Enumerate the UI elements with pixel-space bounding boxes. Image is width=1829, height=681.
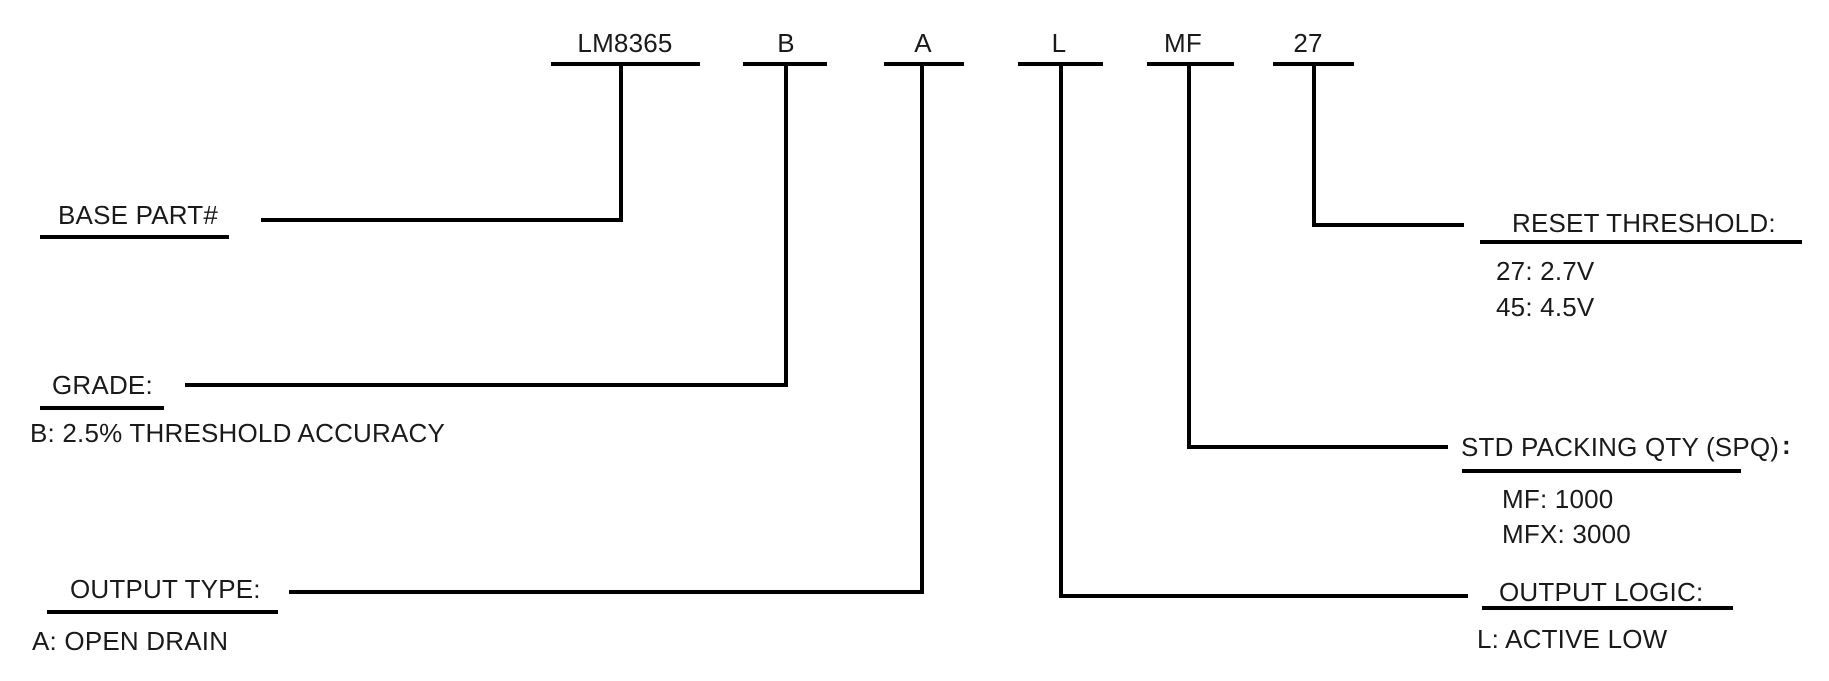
packing-qty-title: STD PACKING QTY (SPQ) (1461, 432, 1780, 462)
reset-threshold-option: 45: 4.5V (1496, 292, 1595, 322)
leader-packing (1187, 62, 1448, 449)
grade-title: GRADE: (52, 370, 153, 400)
output-logic-title: OUTPUT LOGIC: (1499, 577, 1704, 607)
output-type-title: OUTPUT TYPE: (70, 574, 261, 604)
segment-code-grade: B (777, 28, 795, 58)
packing-qty-option: MFX: 3000 (1502, 519, 1631, 549)
segment-code-output-logic: L (1051, 28, 1067, 58)
reset-threshold-option: 27: 2.7V (1496, 256, 1595, 286)
reset-threshold-title: RESET THRESHOLD: (1512, 208, 1776, 238)
segment-code-packing: MF (1164, 28, 1202, 58)
packing-qty-colon: : (1782, 430, 1791, 460)
leader-reset-threshold (1312, 62, 1464, 227)
base-part-title: BASE PART# (58, 200, 218, 230)
segment-code-threshold: 27 (1293, 28, 1323, 58)
leader-grade (185, 62, 788, 387)
output-type-option: A: OPEN DRAIN (32, 626, 229, 656)
leader-output-logic (1059, 62, 1468, 598)
output-logic-option: L: ACTIVE LOW (1477, 624, 1668, 654)
segment-code-base: LM8365 (577, 28, 673, 58)
leader-base-part (261, 62, 623, 222)
packing-qty-option: MF: 1000 (1502, 484, 1614, 514)
grade-option: B: 2.5% THRESHOLD ACCURACY (30, 418, 446, 448)
leader-output-type (289, 62, 924, 594)
segment-code-output-type: A (914, 28, 932, 58)
